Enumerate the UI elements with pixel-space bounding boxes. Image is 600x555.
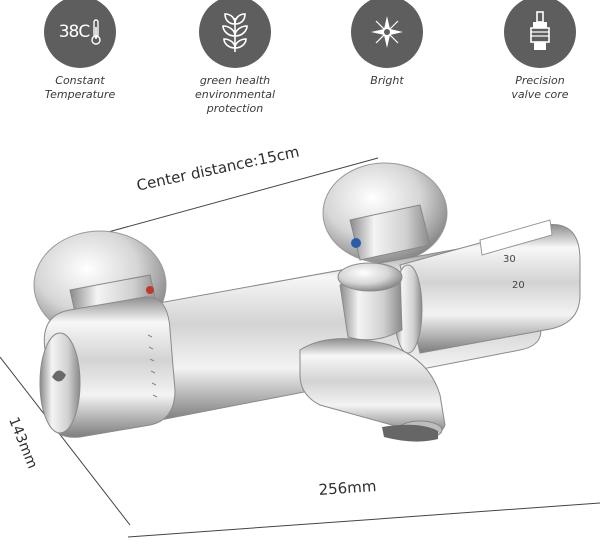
feature-precision-valve-core: Precision valve core: [475, 0, 600, 102]
faucet-drawing: 30 20: [0, 157, 600, 538]
temperature-readout: 38C: [58, 22, 91, 42]
scale-mark-20: 20: [512, 280, 525, 291]
dimension-lines: [0, 157, 600, 538]
plant-icon: [199, 0, 271, 68]
feature-row: 38C Constant Temperature gr: [0, 0, 600, 125]
thermostat-handle: [399, 223, 581, 354]
feature-label: Precision valve core: [511, 74, 569, 101]
thermometer-icon: 38C: [44, 0, 116, 68]
feature-label: Bright: [370, 74, 404, 87]
feature-label: green health environmental protection: [194, 74, 276, 115]
feature-constant-temperature: 38C Constant Temperature: [15, 0, 145, 102]
hot-indicator: [146, 286, 154, 294]
feature-green-health: green health environmental protection: [170, 0, 300, 116]
valve-core-icon: [504, 0, 576, 68]
scale-mark-30: 30: [503, 254, 516, 265]
sparkle-icon: [351, 0, 423, 68]
feature-label: Constant Temperature: [44, 74, 116, 101]
product-illustration: 30 20 Center distance:15cm 143mm 256mm: [0, 125, 600, 551]
feature-bright: Bright: [322, 0, 452, 88]
spout: [299, 338, 446, 435]
cold-indicator: [351, 238, 361, 248]
